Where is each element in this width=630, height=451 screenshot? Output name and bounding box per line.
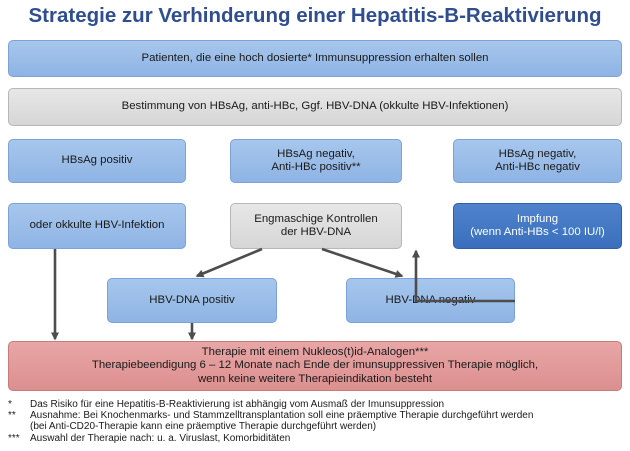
box-hbvdna-positive: HBV-DNA positiv [107, 278, 277, 323]
box-vaccination-line-2: (wenn Anti-HBs < 100 IU/l) [470, 226, 605, 238]
box-hbsag-negative-antihbc-negative: HBsAg negativ, Anti-HBc negativ [453, 139, 622, 183]
box-therapy-line-2: Therapiebeendigung 6 – 12 Monate nach En… [91, 359, 539, 372]
box-antihbc-negative-line-1: HBsAg negativ, [498, 147, 577, 160]
box-close-monitoring-line-1: Engmaschige Kontrollen [254, 212, 378, 225]
box-patients: Patienten, die eine hoch dosierte* Immun… [8, 40, 622, 77]
box-hbsag-positive: HBsAg positiv [8, 139, 186, 183]
box-hbsag-positive-text: HBsAg positiv [61, 154, 133, 167]
box-hbvdna-negative: HBV-DNA negativ [346, 278, 515, 323]
box-occult-infection: oder okkulte HBV-Infektion [8, 203, 186, 249]
arrow-monitoring-to-negative [321, 247, 404, 278]
footnote-3-mark: *** [8, 432, 20, 444]
footnote-1: * Das Risiko für eine Hepatitis-B-Reakti… [8, 399, 624, 410]
box-close-monitoring-line-2: der HBV-DNA [280, 226, 352, 238]
arrow-monitoring-to-positive [195, 247, 263, 278]
box-hbvdna-positive-text: HBV-DNA positiv [149, 293, 235, 306]
footnotes: * Das Risiko für eine Hepatitis-B-Reakti… [8, 399, 624, 444]
box-hbvdna-negative-text: HBV-DNA negativ [385, 293, 476, 306]
box-vaccination-line-1: Impfung [516, 212, 559, 225]
box-therapy: Therapie mit einem Nukleos(t)id-Analogen… [8, 341, 622, 391]
box-testing: Bestimmung von HBsAg, anti-HBc, Ggf. HBV… [8, 88, 622, 126]
footnote-3-text: Auswahl der Therapie nach: u. a. Virusla… [30, 432, 291, 444]
footnote-1-text: Das Risiko für eine Hepatitis-B-Reaktivi… [30, 399, 445, 410]
box-close-monitoring: Engmaschige Kontrollen der HBV-DNA [230, 203, 402, 249]
box-vaccination: Impfung (wenn Anti-HBs < 100 IU/l) [453, 203, 622, 249]
box-antihbc-positive-line-2: Anti-HBc positiv** [271, 161, 361, 173]
box-antihbc-positive-line-1: HBsAg negativ, [277, 147, 355, 160]
box-testing-text: Bestimmung von HBsAg, anti-HBc, Ggf. HBV… [121, 100, 509, 113]
footnote-2-mark: ** [8, 410, 16, 422]
diagram-title: Strategie zur Verhinderung einer Hepatit… [28, 4, 602, 27]
footnote-2-text: Ausnahme: Bei Knochenmarks- und Stammzel… [30, 410, 534, 422]
footnote-2: ** Ausnahme: Bei Knochenmarks- und Stamm… [8, 410, 624, 421]
box-therapy-line-3: wenn keine weitere Therapieindikation be… [197, 372, 433, 385]
footnote-3: *** Auswahl der Therapie nach: u. a. Vir… [8, 433, 624, 444]
box-occult-infection-text: oder okkulte HBV-Infektion [29, 219, 165, 232]
footnote-2-continuation: (bei Anti-CD20-Therapie kann eine präemp… [30, 421, 377, 433]
box-patients-text: Patienten, die eine hoch dosierte* Immun… [141, 51, 489, 64]
box-antihbc-negative-line-2: Anti-HBc negativ [495, 161, 580, 173]
box-hbsag-negative-antihbc-positive: HBsAg negativ, Anti-HBc positiv** [230, 139, 402, 183]
box-therapy-line-1: Therapie mit einem Nukleos(t)id-Analogen… [201, 345, 429, 358]
footnote-1-mark: * [8, 399, 12, 410]
